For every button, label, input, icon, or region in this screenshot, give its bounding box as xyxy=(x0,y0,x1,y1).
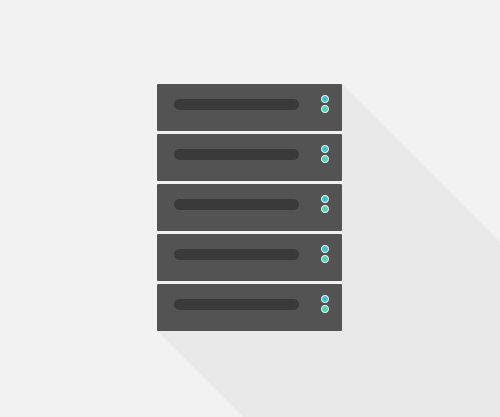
status-light-icon xyxy=(321,245,329,253)
drive-slot xyxy=(174,199,299,210)
status-light-icon xyxy=(321,145,329,153)
status-light-icon xyxy=(321,205,329,213)
status-light-icon xyxy=(321,305,329,313)
server-unit xyxy=(157,234,342,281)
status-light-icon xyxy=(321,95,329,103)
status-light-icon xyxy=(321,295,329,303)
status-light-icon xyxy=(321,195,329,203)
server-unit xyxy=(157,284,342,331)
status-light-icon xyxy=(321,105,329,113)
drive-slot xyxy=(174,99,299,110)
status-light-icon xyxy=(321,155,329,163)
status-light-icon xyxy=(321,255,329,263)
server-unit xyxy=(157,134,342,181)
server-rack-icon xyxy=(157,84,342,331)
drive-slot xyxy=(174,149,299,160)
drive-slot xyxy=(174,249,299,260)
server-unit xyxy=(157,184,342,231)
server-unit xyxy=(157,84,342,131)
drive-slot xyxy=(174,299,299,310)
